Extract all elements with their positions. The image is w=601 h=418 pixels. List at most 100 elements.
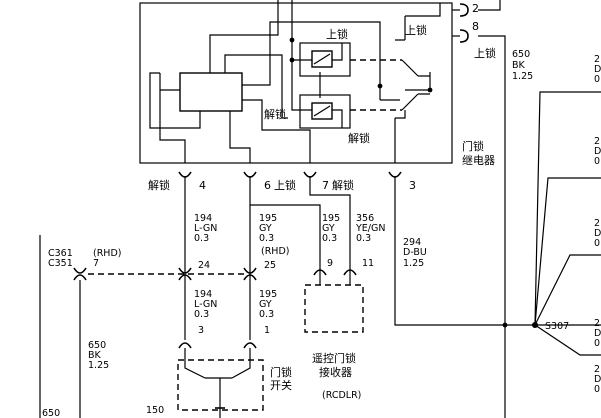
inline-connector-c361: C361 C351 (RHD) 7 24 25 650 BK 1.25 650 [39,235,276,418]
lock-relay-diode [313,53,331,65]
edge-label-03: 0 [594,238,600,249]
wire-195c-num: 195 [259,289,277,300]
relay-label-lock-right: 上锁 [405,23,427,37]
wire-650l-color: BK [88,350,102,361]
wire-650r-color: BK [512,60,526,71]
receiver-pin-11-label: 11 [362,258,374,269]
wire-294-gauge: 1.25 [403,258,424,269]
relay-junction [427,87,433,93]
wire-294-num: 294 [403,237,421,248]
wire-294-color: D-BU [403,247,427,258]
door-lock-switch: 门锁 开关 150 [146,342,292,418]
receiver-pin-11-connector [343,269,357,276]
connector-c361-pin-7-top [73,267,87,274]
wire-650l-gauge: 1.25 [88,360,109,371]
splice-s307: S307 [502,91,601,356]
relay-name-line1: 门锁 [462,139,484,153]
pin-2-label: 2 [472,2,479,15]
connector-pin-24: 24 [198,260,210,271]
wire-356-gauge: 0.3 [356,233,371,244]
relay-junction [289,57,295,63]
wire-356-color: YE/GN [355,223,385,234]
wire-195b-color: GY [322,223,335,234]
wire-194a-gauge: 0.3 [194,233,209,244]
pin-6-num: 6 [264,179,271,192]
splice-crossing-dot [502,322,508,328]
wire-195a-color: GY [259,223,272,234]
connector-pin-25: 25 [264,260,276,271]
receiver-code: (RCDLR) [322,390,361,401]
edge-label-05: 0 [594,384,600,395]
wire-194b-num: 194 [194,289,212,300]
switch-housing [177,359,264,411]
pin-7-name: 解锁 [332,178,354,192]
wire-356-num: 356 [356,213,374,224]
relay-bottom-connectors: 解锁 4 6 上锁 7 解锁 3 [148,171,416,192]
switch-name-line1: 门锁 [270,365,292,379]
wire-194a-color: L-GN [194,223,217,234]
edge-label-2e: 2 [594,364,600,375]
receiver-housing [304,284,364,333]
relay-label-unlock-mid: 解锁 [264,107,286,121]
wire-195a-rhd: (RHD) [261,246,289,257]
wire-650r-gauge: 1.25 [512,71,533,82]
wire-650-bottom-num: 650 [42,408,60,418]
edge-label-d5: D [594,374,601,385]
lower-wire-labels: 194 L-GN 0.3 195 GY 0.3 3 1 [194,289,277,336]
relay-right-pins: 2 8 上锁 650 BK 1.25 [452,0,533,418]
receiver-pin-9-connector [313,269,327,276]
relay-control-module [179,72,243,112]
connector-rhd-label: (RHD) [93,248,121,259]
switch-contacts [184,348,251,418]
splice-branch-1 [534,91,601,326]
edge-label-d1: D [594,64,601,75]
pin-3-num: 3 [409,179,416,192]
splice-branch-2 [534,177,601,326]
wire-pin8-650 [478,35,506,418]
wire-pin2-out [478,0,501,11]
unlock-relay-diode [313,105,331,117]
switch-name-line2: 开关 [270,378,292,392]
edge-label-2a: 2 [594,54,600,65]
receiver-pin-9-label: 9 [327,258,333,269]
switch-pin-1-label: 1 [264,325,270,336]
receiver-leads [319,275,351,285]
edge-label-01: 0 [594,74,600,85]
edge-label-d3: D [594,228,601,239]
switch-pin-3-label: 3 [198,325,204,336]
wire-195a-gauge: 0.3 [259,233,274,244]
relay-junction [289,37,295,43]
pin-4-name: 解锁 [148,178,170,192]
pin-7-num: 7 [322,179,329,192]
wire-195-gy-receiver [250,204,321,275]
pin-4-num: 4 [199,179,206,192]
connector-c361-label: C361 [48,248,73,259]
relay-label-unlock-bottom: 解锁 [348,131,370,145]
pin-8-label: 8 [472,20,479,33]
splice-s307-label: S307 [545,321,569,332]
wire-194b-gauge: 0.3 [194,309,209,320]
pin-8-connector [459,29,469,43]
unlock-relay-frame [299,94,351,129]
door-lock-relay: 上锁 上锁 解锁 解锁 门锁 继电器 [139,0,495,167]
edge-label-d2: D [594,146,601,157]
connector-c361-pin-25-bottom [243,274,257,281]
relay-contacts [395,39,430,119]
pin-right-lock-label: 上锁 [474,46,496,60]
wire-195c-color: GY [259,299,272,310]
edge-label-02: 0 [594,156,600,167]
wire-195b-num: 195 [322,213,340,224]
edge-label-d4: D [594,328,601,339]
connector-c361-pin-7-bottom [73,274,87,281]
edge-label-2b: 2 [594,136,600,147]
remote-lock-receiver: 9 11 遥控门锁 接收器 (RCDLR) [304,258,374,401]
connector-pin-7: 7 [93,258,99,269]
switch-pin-1-connector [243,342,257,349]
right-edge-labels: 2 D 0 2 D 0 2 D 0 2 D 0 2 D 0 [594,54,601,395]
relay-name-line2: 继电器 [462,154,495,167]
wire-195c-gauge: 0.3 [259,309,274,320]
harness-wires: 194 L-GN 0.3 195 GY 0.3 (RHD) 195 GY 0.3… [184,176,535,340]
connector-c361-pin-25-top [243,267,257,274]
switch-pin-3-connector [178,342,192,349]
